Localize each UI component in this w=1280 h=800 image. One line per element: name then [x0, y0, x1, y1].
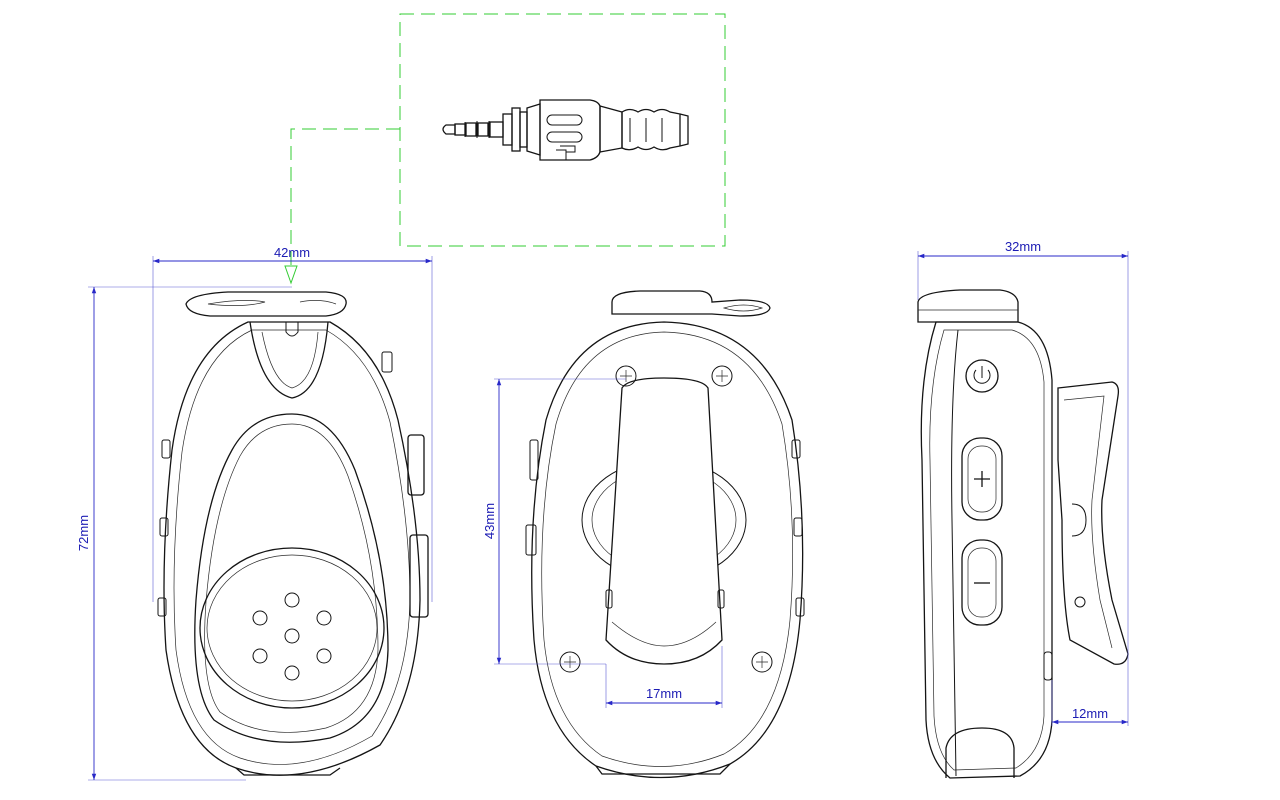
- callout-frame: [399, 13, 726, 247]
- dim-side-width: 32mm: [1005, 239, 1041, 254]
- side-bottom-jack: [945, 727, 1015, 778]
- dim-front-height: 72mm: [76, 515, 91, 551]
- jack-plug: [442, 99, 689, 161]
- power-button: [965, 359, 999, 393]
- belt-clip: [605, 377, 723, 665]
- plug-ring-3: [477, 122, 489, 137]
- plug-body: [539, 99, 601, 161]
- side-top-cap: [917, 289, 1019, 323]
- front-panel: [194, 413, 389, 743]
- callout-arrow-icon: [284, 265, 298, 285]
- dim-clip-depth: 12mm: [1072, 706, 1108, 721]
- connector-callout: [284, 13, 726, 285]
- front-view: [157, 291, 429, 776]
- side-belt-clip: [1057, 381, 1129, 665]
- dim-clip-width: 17mm: [646, 686, 682, 701]
- plus-icon: [974, 471, 990, 487]
- front-side-button-down: [409, 534, 429, 618]
- dimensions: 42mm 72mm 43mm 17mm 32mm 12mm: [76, 239, 1129, 781]
- plug-ring-1: [454, 123, 466, 136]
- side-body: [920, 321, 1053, 779]
- speaker-grille: [199, 547, 385, 709]
- screw-icons: [559, 365, 773, 673]
- lanyard-loop: [185, 291, 347, 317]
- volume-down-button: [961, 539, 1003, 626]
- front-clip-tab: [249, 321, 329, 399]
- callout-leader: [290, 128, 400, 268]
- plug-ring-2: [465, 122, 477, 137]
- dim-front-width: 42mm: [274, 245, 310, 260]
- dim-back-height: 43mm: [482, 503, 497, 539]
- back-view: [525, 290, 805, 779]
- front-body-outer: [163, 321, 421, 776]
- power-icon: [973, 369, 991, 384]
- back-lanyard-loop: [611, 290, 771, 317]
- volume-up-button: [961, 437, 1003, 521]
- front-side-button-up: [407, 434, 425, 496]
- side-view: [917, 289, 1129, 779]
- plug-strain-relief: [621, 108, 681, 151]
- plug-sleeve: [489, 121, 504, 138]
- plug-tip: [442, 124, 456, 135]
- speaker-holes: [252, 592, 332, 681]
